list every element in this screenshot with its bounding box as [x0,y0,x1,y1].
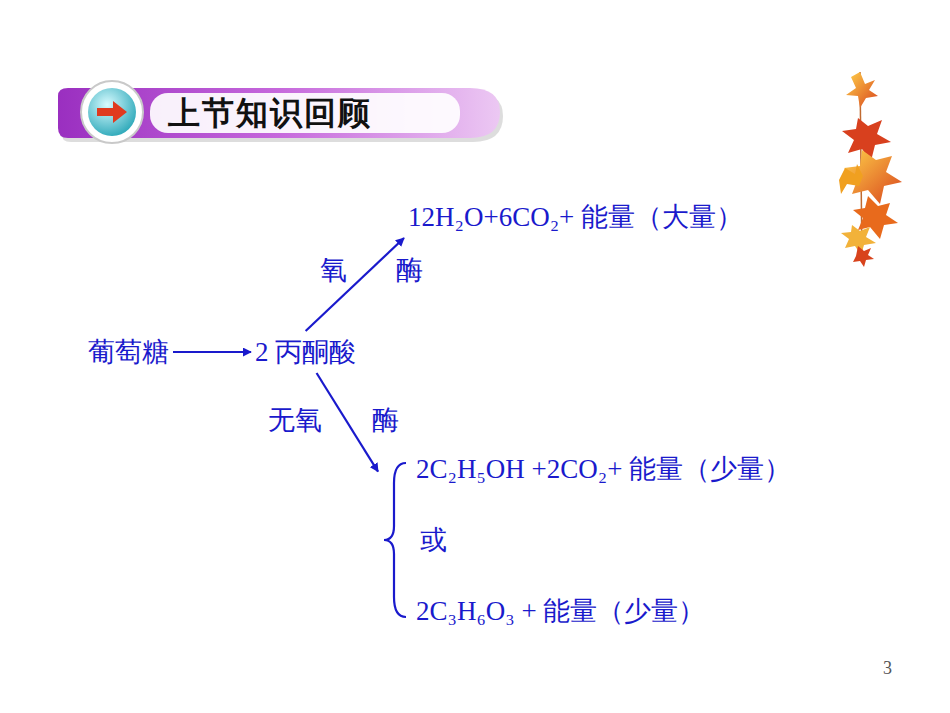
icon-ring [81,81,143,143]
icon-arrow [97,101,127,123]
product-text: 12H₂O+6CO₂+ 能量（大量） [404,196,747,238]
compound-text: 2 丙酮酸 [251,331,360,373]
title-banner [58,88,500,138]
enzyme-label: 酶 [396,254,423,286]
condition-label: 氧 [320,254,347,286]
enzyme-label: 酶 [372,404,399,436]
conjunction-text: 或 [420,522,791,558]
condition-label: 无氧 [268,404,322,436]
reaction-arrow [306,238,404,331]
brace-path [384,463,406,617]
slide-title: 上节知识回顾 [168,92,372,136]
product-group: 2C₂H₅OH +2CO₂+ 能量（少量） 或 2C₃H₆O₃ + 能量（少量） [378,445,795,635]
curly-brace [380,445,410,635]
node-text: 2 丙酮酸 [255,334,356,370]
page-number: 3 [883,658,892,679]
icon-disc [88,88,136,136]
reaction-arrow [173,351,251,353]
compound-text: 葡萄糖 [84,331,173,373]
leaf-ornament [839,72,902,267]
node-text: 12H₂O+6CO₂+ 能量（大量） [408,199,743,235]
reaction-arrow [317,373,378,472]
node-text: 葡萄糖 [88,334,169,370]
node-text: 2C₂H₅OH +2CO₂+ 能量（少量） [416,451,791,487]
node-text: 2C₃H₆O₃ + 能量（少量） [416,593,791,629]
